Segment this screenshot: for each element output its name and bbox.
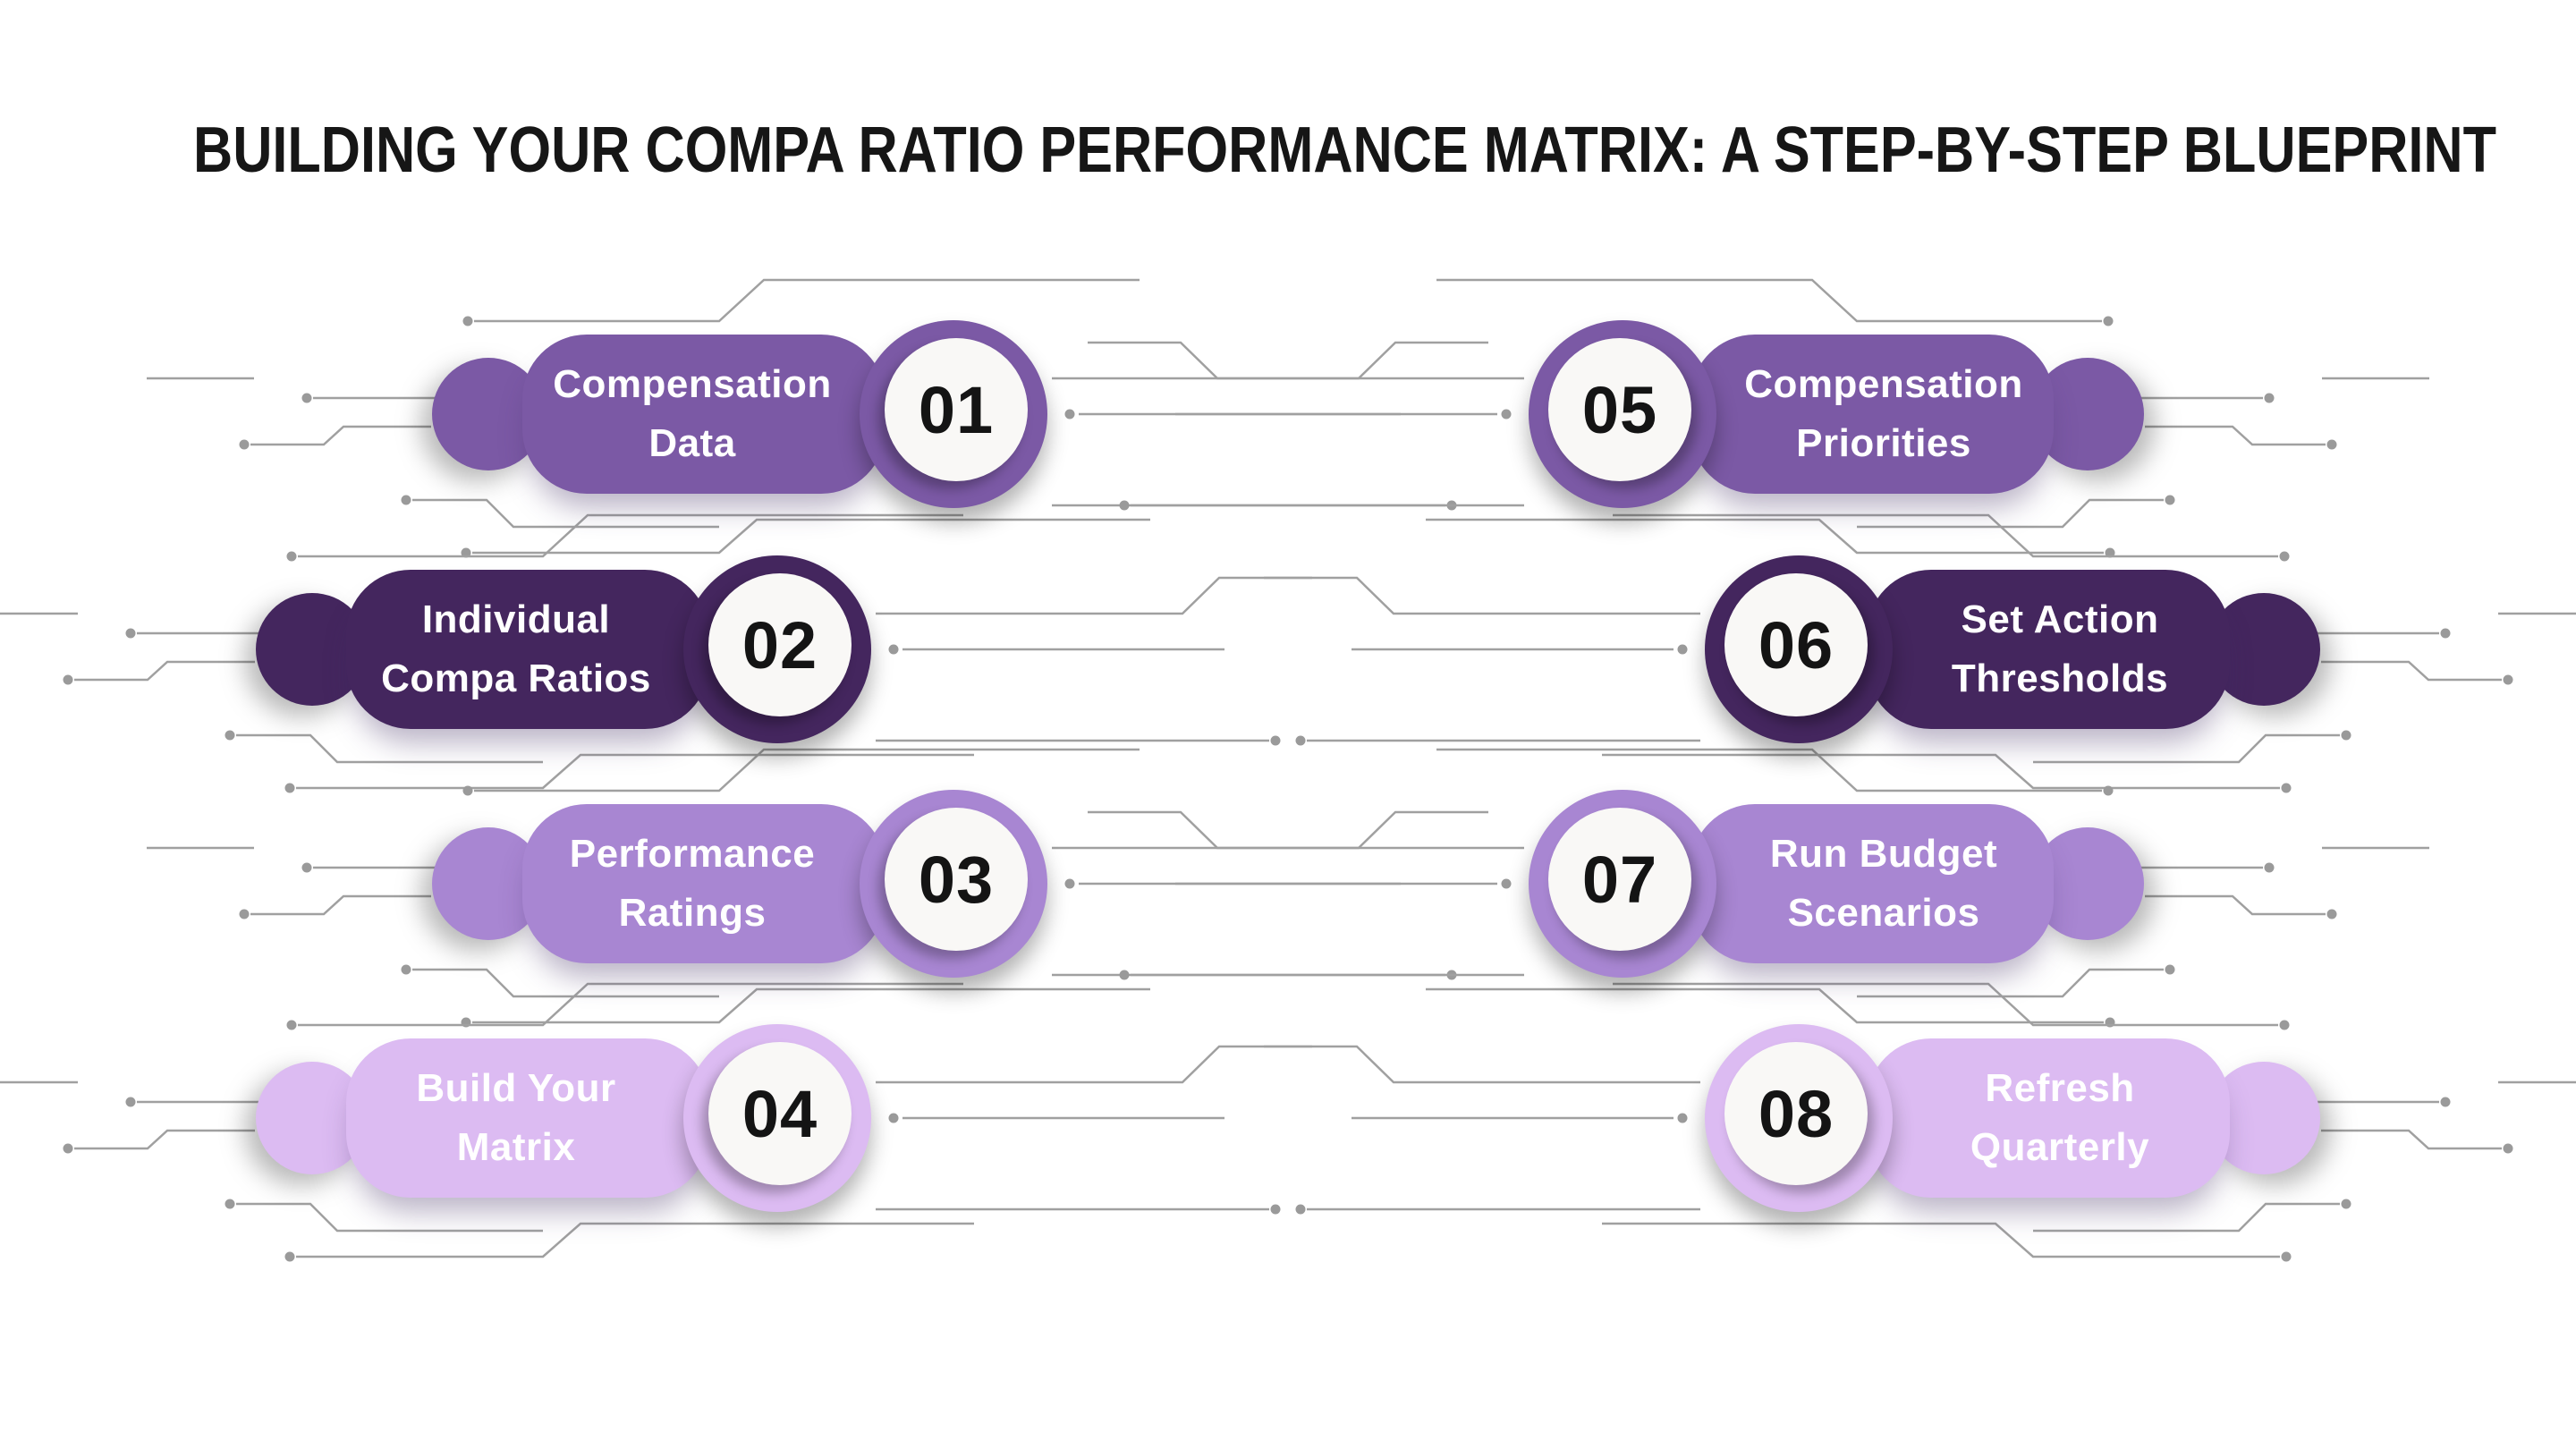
step-label: Set Action Thresholds <box>1890 570 2230 729</box>
step-pill <box>522 804 886 963</box>
circuit-lines-icon <box>1264 513 2576 793</box>
step-number-circle: 03 <box>885 808 1028 951</box>
step-01: Compensation Data 01 <box>147 244 1488 584</box>
step-number-circle: 04 <box>708 1042 852 1185</box>
circuit-lines-icon <box>1088 748 2429 1028</box>
step-label-line1: Build Your <box>416 1066 616 1110</box>
step-number: 05 <box>1581 372 1658 447</box>
step-number-badge: 01 <box>860 320 1047 508</box>
step-label-line1: Compensation <box>553 362 832 406</box>
step-number-circle: 08 <box>1724 1042 1868 1185</box>
step-number-badge: 08 <box>1705 1024 1893 1212</box>
step-label-line2: Compa Ratios <box>381 657 651 700</box>
step-number: 06 <box>1758 607 1835 682</box>
step-08: Refresh Quarterly 08 <box>1264 948 2576 1288</box>
step-pill <box>1690 804 2054 963</box>
step-03: Performance Ratings 03 <box>147 714 1488 1054</box>
step-pill <box>346 1038 709 1198</box>
step-label-line2: Matrix <box>456 1125 576 1169</box>
step-pill <box>1867 1038 2230 1198</box>
step-number-circle: 05 <box>1548 338 1691 481</box>
step-number-badge: 06 <box>1705 555 1893 743</box>
step-number-circle: 02 <box>708 573 852 716</box>
step-label-line2: Priorities <box>1796 421 1971 465</box>
step-02: Individual Compa Ratios 02 <box>0 479 1312 819</box>
step-number-badge: 02 <box>683 555 871 743</box>
circuit-lines-icon <box>0 982 1312 1262</box>
step-number-badge: 07 <box>1529 790 1716 978</box>
step-label: Compensation Data <box>522 335 862 494</box>
step-label-line2: Quarterly <box>1970 1125 2150 1169</box>
step-number: 02 <box>741 607 818 682</box>
step-label-line2: Ratings <box>618 891 767 935</box>
step-05: Compensation Priorities 05 <box>1088 244 2429 584</box>
step-label: Performance Ratings <box>522 804 862 963</box>
step-label-line2: Data <box>648 421 736 465</box>
page-title: BUILDING YOUR COMPA RATIO PERFORMANCE MA… <box>193 114 2497 186</box>
step-label: Build Your Matrix <box>346 1038 686 1198</box>
step-number-badge: 03 <box>860 790 1047 978</box>
step-number-circle: 01 <box>885 338 1028 481</box>
step-number-circle: 07 <box>1548 808 1691 951</box>
step-07: Run Budget Scenarios 07 <box>1088 714 2429 1054</box>
step-pill <box>522 335 886 494</box>
step-label: Run Budget Scenarios <box>1714 804 2054 963</box>
step-number: 01 <box>918 372 995 447</box>
step-pill <box>1867 570 2230 729</box>
step-label-line2: Scenarios <box>1787 891 1980 935</box>
step-pill <box>346 570 709 729</box>
step-number-badge: 05 <box>1529 320 1716 508</box>
step-number-badge: 04 <box>683 1024 871 1212</box>
step-label-line1: Individual <box>421 597 611 641</box>
circuit-lines-icon <box>1264 982 2576 1262</box>
step-label-line1: Performance <box>569 832 816 876</box>
step-pill <box>1690 335 2054 494</box>
step-label: Individual Compa Ratios <box>346 570 686 729</box>
circuit-lines-icon <box>1088 278 2429 558</box>
step-number: 03 <box>918 842 995 917</box>
step-label: Compensation Priorities <box>1714 335 2054 494</box>
step-label-line1: Compensation <box>1744 362 2023 406</box>
step-number: 07 <box>1581 842 1658 917</box>
step-label-line1: Set Action <box>1961 597 2159 641</box>
circuit-lines-icon <box>0 513 1312 793</box>
step-label-line1: Run Budget <box>1769 832 1998 876</box>
step-number-circle: 06 <box>1724 573 1868 716</box>
step-06: Set Action Thresholds 06 <box>1264 479 2576 819</box>
step-label: Refresh Quarterly <box>1890 1038 2230 1198</box>
step-number: 04 <box>741 1076 818 1151</box>
step-number: 08 <box>1758 1076 1835 1151</box>
step-04: Build Your Matrix 04 <box>0 948 1312 1288</box>
step-label-line1: Refresh <box>1985 1066 2135 1110</box>
step-label-line2: Thresholds <box>1951 657 2169 700</box>
